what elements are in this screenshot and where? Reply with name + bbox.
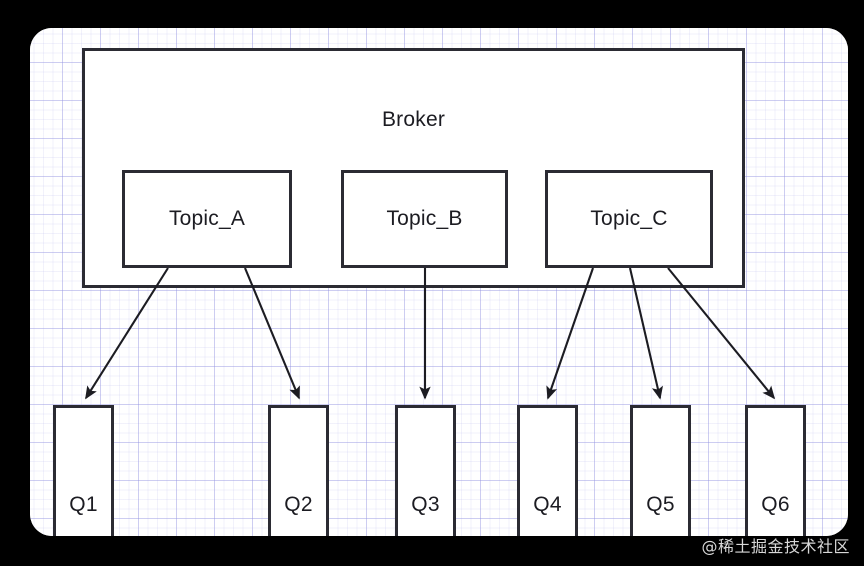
topic-box-c[interactable]: Topic_C <box>545 170 713 268</box>
queue-box-q6[interactable]: Q6 <box>745 405 806 536</box>
broker-label: Broker <box>381 108 446 131</box>
diagram-canvas: Broker Top <box>30 28 848 536</box>
queue-q2-label: Q2 <box>284 493 313 516</box>
watermark-label: @稀土掘金技术社区 <box>701 537 850 556</box>
queue-q6-label: Q6 <box>761 493 790 516</box>
queue-box-q5[interactable]: Q5 <box>630 405 691 536</box>
queue-q1-label: Q1 <box>69 493 98 516</box>
queue-q3-label: Q3 <box>411 493 440 516</box>
topic-box-b[interactable]: Topic_B <box>341 170 508 268</box>
topic-box-a[interactable]: Topic_A <box>122 170 292 268</box>
topic-b-label: Topic_B <box>386 207 463 230</box>
topic-c-label: Topic_C <box>590 207 668 230</box>
broker-topology-diagram: Broker Top <box>30 28 848 536</box>
queue-box-q3[interactable]: Q3 <box>395 405 456 536</box>
topic-a-label: Topic_A <box>168 207 246 230</box>
queue-box-q4[interactable]: Q4 <box>517 405 578 536</box>
queue-q5-label: Q5 <box>646 493 675 516</box>
queue-q4-label: Q4 <box>533 493 562 516</box>
queue-box-q2[interactable]: Q2 <box>268 405 329 536</box>
queue-box-q1[interactable]: Q1 <box>53 405 114 536</box>
